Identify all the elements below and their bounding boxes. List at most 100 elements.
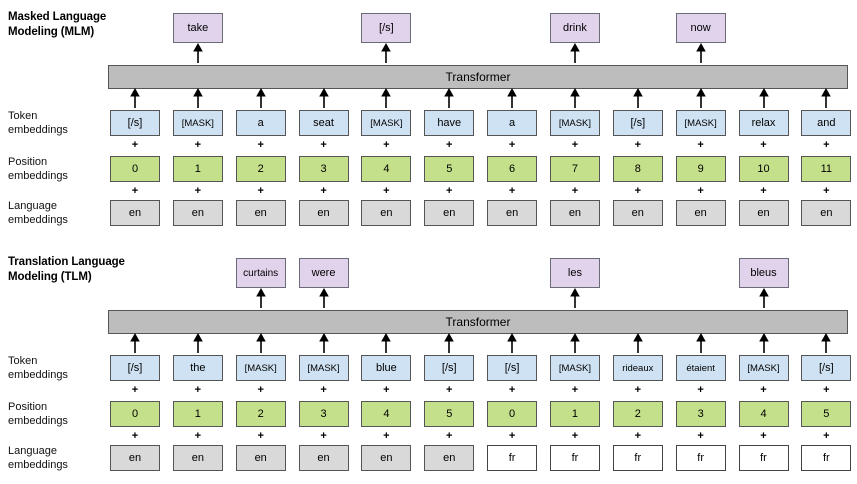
tlm-transformer-block: Transformer — [108, 310, 848, 334]
tlm-language-embedding-cell: fr — [612, 445, 663, 471]
tlm-position-embedding-cell: 0 — [487, 401, 538, 427]
tlm-plus-symbol: + — [194, 430, 202, 442]
tlm-plus-symbol: + — [320, 384, 327, 396]
mlm-token-embedding-cell: a — [235, 110, 286, 136]
mlm-plus-symbol: + — [823, 139, 830, 151]
tlm-language-embedding-cell: fr — [801, 445, 852, 471]
row-label-token-line2: embeddings — [8, 123, 68, 136]
mlm-input-arrow-up-icon — [550, 88, 600, 110]
tlm-language-embedding-cell: en — [298, 445, 349, 471]
mlm-language-embedding-cell: en — [675, 200, 726, 226]
mlm-position-embedding-cell: 4 — [361, 156, 412, 182]
tlm-language-embedding-cell: en — [361, 445, 412, 471]
mlm-token-embedding-cell: relax — [738, 110, 789, 136]
mlm-position-embedding-cell: 7 — [549, 156, 600, 182]
mlm-plus-symbol: + — [446, 139, 453, 151]
tlm-plus-symbol: + — [383, 384, 390, 396]
row-label-position-embeddings: Position embeddings — [8, 401, 108, 428]
tlm-plus-symbol: + — [320, 430, 327, 442]
mlm-language-embedding-cell: en — [361, 200, 412, 226]
tlm-plus-symbol: + — [131, 384, 139, 396]
mlm-language-embedding-cell: en — [612, 200, 663, 226]
tlm-section: Translation Language Modeling (TLM) Toke… — [0, 245, 857, 484]
mlm-language-embedding-cell: en — [549, 200, 600, 226]
tlm-position-embedding-cell: 3 — [675, 401, 726, 427]
tlm-language-embedding-cell: en — [172, 445, 223, 471]
tlm-predicted-token-box: were — [298, 258, 349, 288]
tlm-language-embedding-cell: fr — [738, 445, 789, 471]
mlm-plus-symbol: + — [194, 139, 202, 151]
row-label-position-line2: embeddings — [8, 169, 68, 182]
mlm-plus-symbol: + — [383, 185, 390, 197]
tlm-predicted-token-box: curtains — [235, 258, 286, 288]
mlm-input-arrow-up-icon — [110, 88, 160, 110]
mlm-plus-symbol: + — [571, 185, 579, 197]
mlm-plus-symbol: + — [508, 139, 516, 151]
mlm-token-embedding-cell: [/s] — [612, 110, 663, 136]
mlm-input-arrow-up-icon — [487, 88, 537, 110]
row-label-token-line1: Token — [8, 355, 38, 367]
row-label-language-embeddings: Language embeddings — [8, 200, 108, 227]
mlm-plus-symbol: + — [320, 139, 327, 151]
tlm-input-arrow-up-icon — [676, 333, 726, 355]
mlm-token-embedding-cell: have — [424, 110, 475, 136]
tlm-token-embedding-cell: the — [172, 355, 223, 381]
mlm-token-embedding-cell: [MASK] — [361, 110, 412, 136]
mlm-input-arrow-up-icon — [424, 88, 474, 110]
row-label-token-line1: Token — [8, 110, 38, 122]
mlm-position-embedding-cell: 9 — [675, 156, 726, 182]
mlm-plus-symbol: + — [446, 185, 453, 197]
mlm-position-embedding-cell: 2 — [235, 156, 286, 182]
tlm-plus-symbol: + — [131, 430, 139, 442]
tlm-input-arrow-up-icon — [739, 333, 789, 355]
row-label-language-line2: embeddings — [8, 458, 68, 471]
tlm-position-embedding-cell: 2 — [612, 401, 663, 427]
mlm-transformer-block: Transformer — [108, 65, 848, 89]
mlm-input-arrow-up-icon — [173, 88, 223, 110]
tlm-title-line2: Modeling (TLM) — [8, 270, 92, 283]
tlm-plus-symbol: + — [446, 430, 453, 442]
mlm-language-embedding-cell: en — [487, 200, 538, 226]
mlm-plus-symbol: + — [383, 139, 390, 151]
mlm-plus-symbol: + — [257, 185, 264, 197]
tlm-input-arrow-up-icon — [361, 333, 411, 355]
mlm-language-embedding-cell: en — [801, 200, 852, 226]
mlm-position-embedding-cell: 3 — [298, 156, 349, 182]
tlm-plus-symbol: + — [823, 430, 830, 442]
row-label-position-line1: Position — [8, 156, 48, 168]
tlm-position-embedding-cell: 4 — [361, 401, 412, 427]
mlm-token-embedding-cell: [MASK] — [549, 110, 600, 136]
tlm-title-line1: Translation Language — [8, 256, 125, 268]
tlm-input-arrow-up-icon — [550, 333, 600, 355]
mlm-token-embedding-cell: [MASK] — [675, 110, 726, 136]
tlm-position-embedding-cell: 1 — [549, 401, 600, 427]
tlm-plus-symbol: + — [697, 384, 704, 396]
tlm-token-embedding-cell: [/s] — [801, 355, 852, 381]
tlm-output-arrow-up-icon — [236, 288, 286, 310]
tlm-plus-symbol: + — [194, 384, 202, 396]
tlm-plus-symbol: + — [697, 430, 704, 442]
mlm-plus-symbol: + — [508, 185, 516, 197]
mlm-output-arrow-up-icon — [361, 43, 411, 65]
mlm-position-embedding-cell: 0 — [110, 156, 160, 182]
mlm-plus-symbol: + — [634, 185, 642, 197]
row-label-language-line2: embeddings — [8, 213, 68, 226]
tlm-input-arrow-up-icon — [613, 333, 663, 355]
tlm-position-embedding-cell: 1 — [172, 401, 223, 427]
mlm-token-embedding-cell: a — [487, 110, 538, 136]
mlm-title: Masked Language Modeling (MLM) — [8, 10, 138, 39]
row-label-position-embeddings: Position embeddings — [8, 156, 108, 183]
mlm-position-embedding-cell: 8 — [612, 156, 663, 182]
tlm-output-arrow-up-icon — [550, 288, 600, 310]
mlm-plus-symbol: + — [823, 185, 830, 197]
row-label-position-line2: embeddings — [8, 414, 68, 427]
mlm-input-arrow-up-icon — [676, 88, 726, 110]
tlm-language-embedding-cell: fr — [549, 445, 600, 471]
mlm-plus-symbol: + — [194, 185, 202, 197]
mlm-predicted-token-box: now — [675, 13, 726, 43]
mlm-output-arrow-up-icon — [550, 43, 600, 65]
tlm-plus-symbol: + — [760, 430, 767, 442]
tlm-transformer-label: Transformer — [445, 315, 511, 329]
mlm-input-arrow-up-icon — [236, 88, 286, 110]
tlm-language-embedding-cell: fr — [675, 445, 726, 471]
